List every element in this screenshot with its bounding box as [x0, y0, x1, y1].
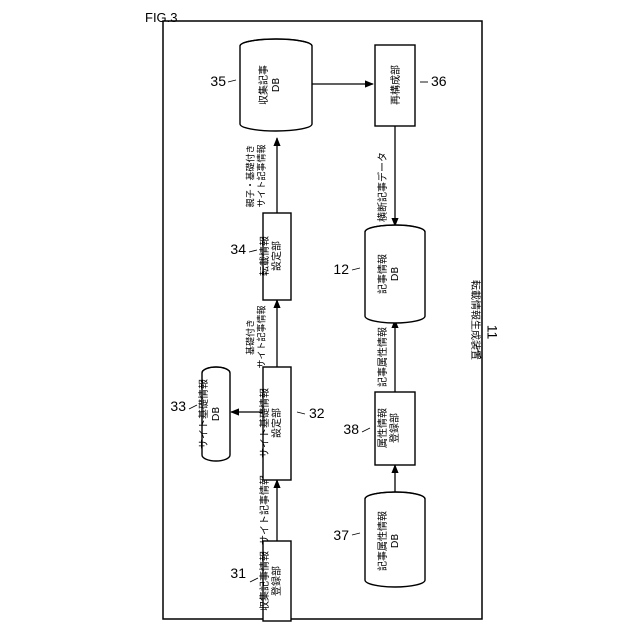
- figure-label: FIG.3: [145, 10, 178, 25]
- node-36: 再構成部 36: [375, 45, 447, 126]
- svg-text:再構成部: 再構成部: [389, 65, 402, 105]
- node-36-label: 再構成部: [389, 65, 402, 105]
- label-line: DB: [271, 78, 282, 93]
- svg-text:属性情報登録部: 属性情報登録部: [376, 408, 401, 448]
- label-line: 収集記事情報: [258, 551, 271, 611]
- node-34-label: 転載情報設定部: [258, 236, 283, 276]
- node-31: 収集記事情報登録部 31: [230, 541, 291, 621]
- edge-label-36-12: 横断記事データ: [376, 152, 389, 222]
- node-37: 記事属性情報DB 37: [333, 492, 425, 587]
- label-line: 登録部: [388, 413, 401, 443]
- node-35-ref-leader: [228, 80, 236, 82]
- node-38-ref-leader: [362, 428, 370, 432]
- label-line: DB: [211, 407, 222, 422]
- device-label-group: 転載情報生成装置 11: [469, 280, 500, 360]
- label-line: 登録部: [270, 566, 283, 596]
- edge-labels: サイト記事情報 基礎付きサイト記事情報 親子・基礎付きサイト記事情報 横断記事デ…: [245, 144, 390, 545]
- node-35: 収集記事DB 35: [210, 39, 312, 131]
- device-label: 転載情報生成装置: [469, 280, 482, 360]
- node-32-ref: 32: [309, 405, 325, 421]
- node-12-ref: 12: [333, 261, 349, 277]
- node-38: 属性情報登録部 38: [343, 392, 415, 465]
- svg-text:記事属性情報: 記事属性情報: [376, 327, 389, 387]
- node-35-ref: 35: [210, 73, 226, 89]
- label-line: DB: [390, 534, 401, 549]
- label-line: サイト基礎情報: [258, 388, 271, 458]
- node-34-ref: 34: [230, 241, 246, 257]
- node-38-ref: 38: [343, 421, 359, 437]
- node-12: 記事情報DB 12: [333, 225, 425, 323]
- node-33-ref: 33: [170, 398, 186, 414]
- label-line: 属性情報: [376, 408, 389, 448]
- nodes: 収集記事情報登録部 31 サイト基礎情報設定部 32 サイト基礎情報DB 33: [170, 39, 446, 621]
- label-line: サイト記事情報: [256, 305, 268, 368]
- label-line: DB: [390, 267, 401, 282]
- node-32-ref-leader: [297, 412, 305, 414]
- label-line: サイト記事情報: [256, 144, 268, 207]
- node-38-label: 属性情報登録部: [376, 408, 401, 448]
- svg-text:転載情報設定部: 転載情報設定部: [258, 236, 283, 276]
- node-37-ref: 37: [333, 527, 349, 543]
- node-12-ref-leader: [352, 268, 360, 270]
- device-ref: 11: [484, 325, 500, 340]
- svg-text:基礎付きサイト記事情報: 基礎付きサイト記事情報: [245, 305, 268, 368]
- svg-text:サイト記事情報: サイト記事情報: [258, 475, 271, 545]
- node-34: 転載情報設定部 34: [230, 213, 291, 300]
- label-line: 基礎付き: [245, 319, 257, 355]
- label-line: 記事情報: [376, 254, 389, 294]
- edge-label-31-32: サイト記事情報: [258, 475, 271, 545]
- device-boundary: [163, 21, 482, 619]
- edge-label-38-12: 記事属性情報: [376, 327, 389, 387]
- label-line: 記事属性情報: [376, 511, 389, 571]
- node-31-ref: 31: [230, 565, 246, 581]
- node-37-ref-leader: [352, 533, 360, 535]
- label-line: 転載情報: [258, 236, 271, 276]
- label-line: 設定部: [270, 408, 283, 438]
- node-36-ref: 36: [431, 73, 447, 89]
- node-33: サイト基礎情報DB 33: [170, 367, 230, 461]
- node-32: サイト基礎情報設定部 32: [258, 367, 325, 480]
- label-line: 設定部: [270, 241, 283, 271]
- node-31-ref-leader: [250, 578, 258, 582]
- node-33-ref-leader: [189, 405, 197, 409]
- label-line: 収集記事: [257, 65, 270, 105]
- edge-label-34-35: 親子・基礎付きサイト記事情報: [245, 144, 268, 207]
- label-line: 親子・基礎付き: [245, 144, 257, 207]
- svg-text:親子・基礎付きサイト記事情報: 親子・基礎付きサイト記事情報: [245, 144, 268, 207]
- node-34-ref-leader: [249, 250, 257, 252]
- edge-label-32-34: 基礎付きサイト記事情報: [245, 305, 268, 368]
- svg-text:横断記事データ: 横断記事データ: [376, 152, 389, 222]
- label-line: サイト基礎情報: [197, 379, 210, 449]
